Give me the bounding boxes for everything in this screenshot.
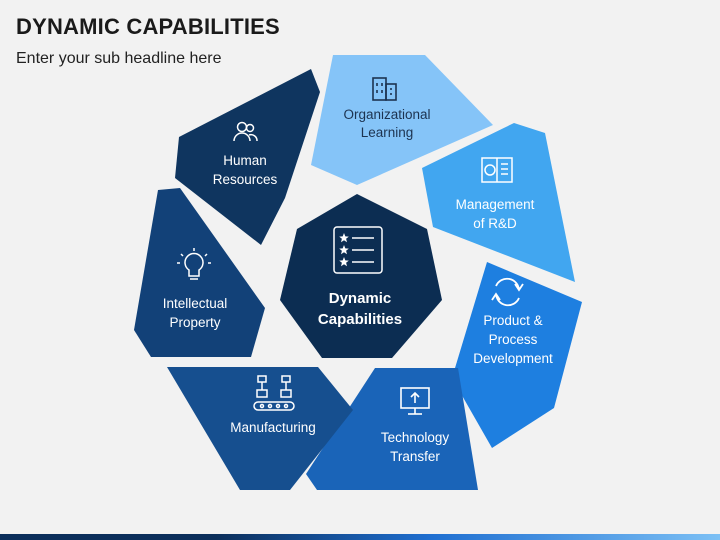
gear-book-icon [481,157,513,183]
people-icon [233,121,258,142]
refresh-cycle-icon [491,277,524,307]
segment-manufacturing[interactable]: Manufacturing [167,367,353,490]
page-subtitle: Enter your sub headline here [16,50,222,67]
segment-label: Product & [483,313,542,328]
center-hub[interactable]: Dynamic Capabilities [280,194,442,358]
page-title: DYNAMIC CAPABILITIES [16,14,280,39]
segment-label: Learning [361,125,414,140]
segment-label: Transfer [390,449,440,464]
segment-label: Process [489,332,538,347]
center-label: Dynamic [329,290,392,307]
segment-label: Organizational [343,107,430,122]
segment-label: Development [473,351,553,366]
center-label: Capabilities [318,311,402,328]
segment-label: Human [223,153,267,168]
building-icon [372,77,397,101]
lightbulb-icon [177,248,211,280]
segment-label: Management [456,197,535,212]
segment-label: Technology [381,430,450,445]
segment-technology-transfer[interactable]: Technology Transfer [306,368,478,490]
segment-organizational-learning[interactable]: Organizational Learning [311,55,493,185]
monitor-upload-icon [400,387,430,415]
star-icon [339,233,349,267]
checklist-stars-icon [333,226,383,274]
segment-label: Intellectual [163,296,228,311]
segment-label: of R&D [473,216,517,231]
segment-intellectual-property[interactable]: Intellectual Property [134,188,265,357]
segment-label: Resources [213,172,278,187]
footer-accent-bar [0,534,720,540]
robot-arms-conveyor-icon [253,375,295,411]
segment-product-process-development[interactable]: Product & Process Development [452,262,582,448]
segment-label: Property [169,315,220,330]
segment-human-resources[interactable]: Human Resources [175,69,320,245]
segment-management-rnd[interactable]: Management of R&D [422,123,575,282]
segment-label: Manufacturing [230,420,316,435]
